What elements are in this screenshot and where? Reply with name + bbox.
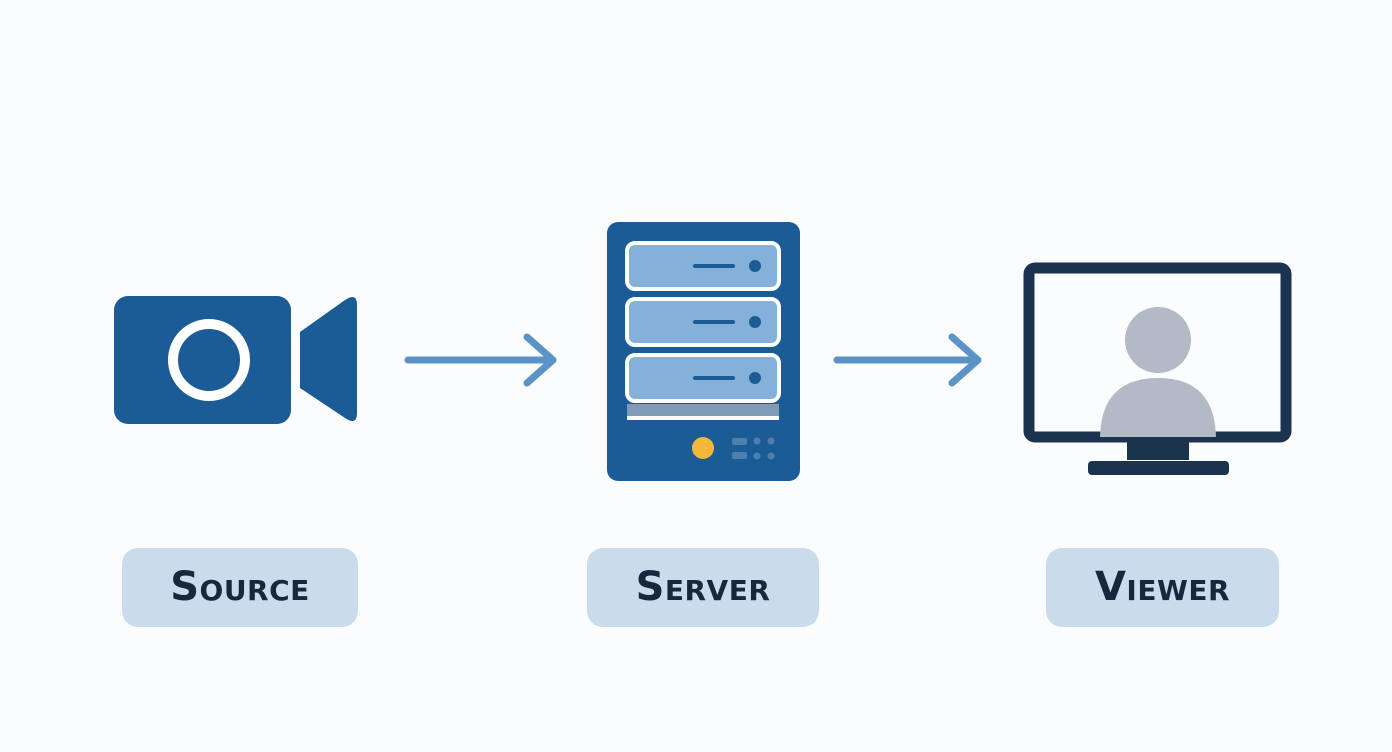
monitor-user-icon xyxy=(1023,262,1292,475)
label-source: Source xyxy=(122,548,358,627)
video-camera-icon xyxy=(114,296,357,424)
arrow-server-to-viewer xyxy=(833,333,982,387)
user-avatar-icon xyxy=(1100,307,1216,437)
label-viewer: Viewer xyxy=(1046,548,1279,627)
server-rack-icon xyxy=(607,222,800,481)
status-light-icon xyxy=(692,437,714,459)
label-source-text: Source xyxy=(170,563,310,610)
label-server: Server xyxy=(587,548,819,627)
arrow-source-to-server xyxy=(404,333,557,387)
label-server-text: Server xyxy=(635,563,771,610)
label-viewer-text: Viewer xyxy=(1094,563,1231,610)
